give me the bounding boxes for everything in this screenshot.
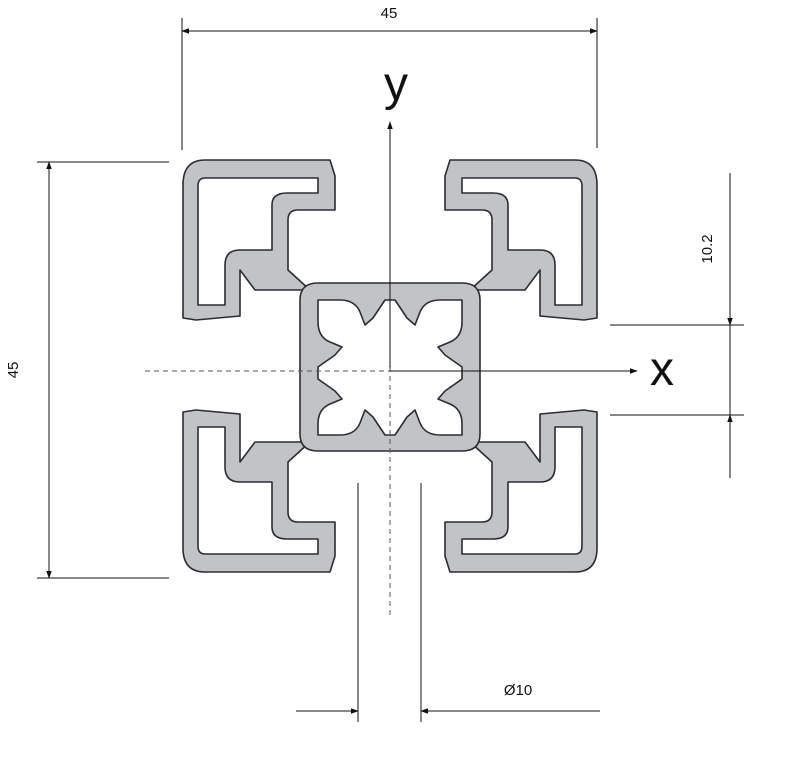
corner-lobe-bottom-left: [182, 409, 336, 573]
y-axis-label: y: [384, 58, 408, 111]
height-dimension: 45: [5, 161, 169, 579]
corner-lobe-bottom-right: [444, 409, 598, 573]
corner-lobe-top-right: [444, 159, 598, 321]
bore-dimension: Ø10: [296, 483, 600, 722]
profile-body: [182, 159, 598, 573]
bore-dimension-value: Ø10: [504, 682, 532, 699]
x-axis-label: x: [650, 343, 674, 396]
width-dimension: 45: [181, 5, 598, 150]
slot-offset-dimension-value: 10.2: [699, 234, 716, 263]
corner-lobe-top-left: [182, 159, 336, 321]
central-core: [299, 282, 481, 452]
slot-offset-dimension: 10.2: [610, 173, 744, 478]
height-dimension-value: 45: [5, 362, 22, 379]
width-dimension-value: 45: [381, 5, 398, 22]
